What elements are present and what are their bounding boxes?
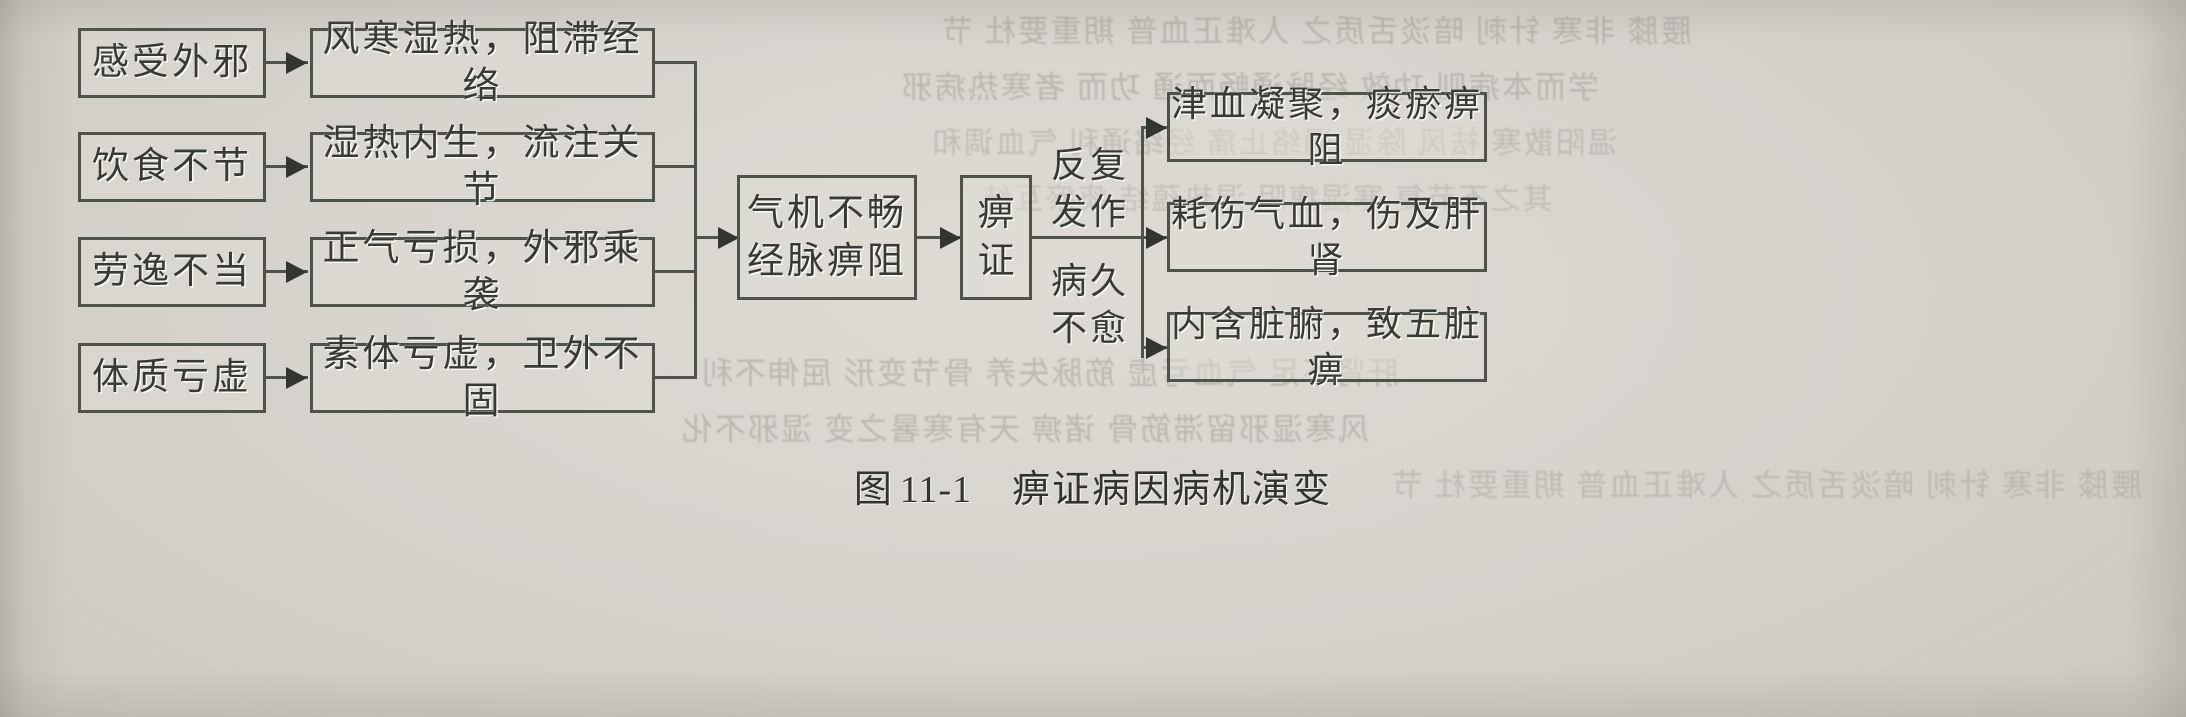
outcome-box-3[interactable]: 内含脏腑，致五脏痹 [1167,304,1487,390]
outcome-label-1: 津血凝聚，痰瘀痹阻 [1170,83,1483,170]
outcome-box-2[interactable]: 耗伤气血，伤及肝肾 [1167,194,1487,280]
mechanism-box-1[interactable]: 风寒湿热，阻滞经络 [310,19,655,107]
arrowhead-bus-pathogenesis [718,227,739,249]
arrowhead-outcome-3 [1146,337,1167,359]
cause-label-2: 饮食不节 [92,146,252,188]
transition-label-2-line-1: 病久 [1050,261,1129,301]
arrowhead-c2-m2 [286,156,307,178]
outcome-label-3: 内含脏腑，致五脏痹 [1170,303,1483,390]
cause-label-4: 体质亏虚 [92,357,252,399]
pathogenesis-line-2: 经脉痹阻 [747,240,907,282]
merge-bus-vertical [694,61,697,379]
connector-pathogenesis-disease [917,236,961,239]
transition-label-1-line-2: 发作 [1050,191,1129,232]
bus-stub-m4 [655,376,697,379]
pathogenesis-box[interactable]: 气机不畅 经脉痹阻 [737,175,917,300]
transition-label-2: 病久 不愈 [1046,258,1134,352]
cause-label-3: 劳逸不当 [92,251,252,293]
cause-box-1[interactable]: 感受外邪 [78,28,266,98]
bus-stub-m3 [655,270,697,273]
cause-box-2[interactable]: 饮食不节 [78,132,266,202]
outcome-label-2: 耗伤气血，伤及肝肾 [1170,193,1483,280]
fanout-stub-from-disease [1032,236,1144,239]
mechanism-box-4[interactable]: 素体亏虚，卫外不固 [310,334,655,422]
bus-stub-m2 [655,165,697,168]
mechanism-label-3: 正气亏损，外邪乘袭 [322,227,643,316]
cause-box-3[interactable]: 劳逸不当 [78,237,266,307]
cause-label-1: 感受外邪 [92,42,252,84]
arrowhead-c1-m1 [286,52,307,74]
bus-stub-m1 [655,61,697,64]
mechanism-label-4: 素体亏虚，卫外不固 [322,333,643,422]
mechanism-box-3[interactable]: 正气亏损，外邪乘袭 [310,228,655,316]
outcome-box-1[interactable]: 津血凝聚，痰瘀痹阻 [1167,84,1487,170]
merge-bus-to-pathogenesis [694,236,740,239]
arrowhead-pathogenesis-disease [940,227,961,249]
disease-char-1: 痹 [977,193,1015,235]
arrowhead-outcome-2 [1146,227,1167,249]
arrowhead-outcome-1 [1146,117,1167,139]
mechanism-label-1: 风寒湿热，阻滞经络 [322,18,643,107]
arrowhead-c3-m3 [286,261,307,283]
figure-caption-number: 11-1 [899,469,973,511]
mechanism-box-2[interactable]: 湿热内生，流注关节 [310,123,655,211]
transition-label-1: 反复 发作 [1046,142,1134,236]
mechanism-label-2: 湿热内生，流注关节 [322,122,643,211]
figure-caption-title: 痹证病因病机演变 [1012,469,1333,511]
cause-box-4[interactable]: 体质亏虚 [78,343,266,413]
pathogenesis-line-1: 气机不畅 [747,193,907,235]
figure-caption-label: 图 [853,469,894,511]
fanout-vertical [1141,126,1144,358]
arrowhead-c4-m4 [286,367,307,389]
transition-label-2-line-2: 不愈 [1050,307,1129,348]
disease-char-2: 证 [977,240,1015,282]
disease-box[interactable]: 痹 证 [960,175,1032,300]
transition-label-1-line-1: 反复 [1050,145,1129,185]
